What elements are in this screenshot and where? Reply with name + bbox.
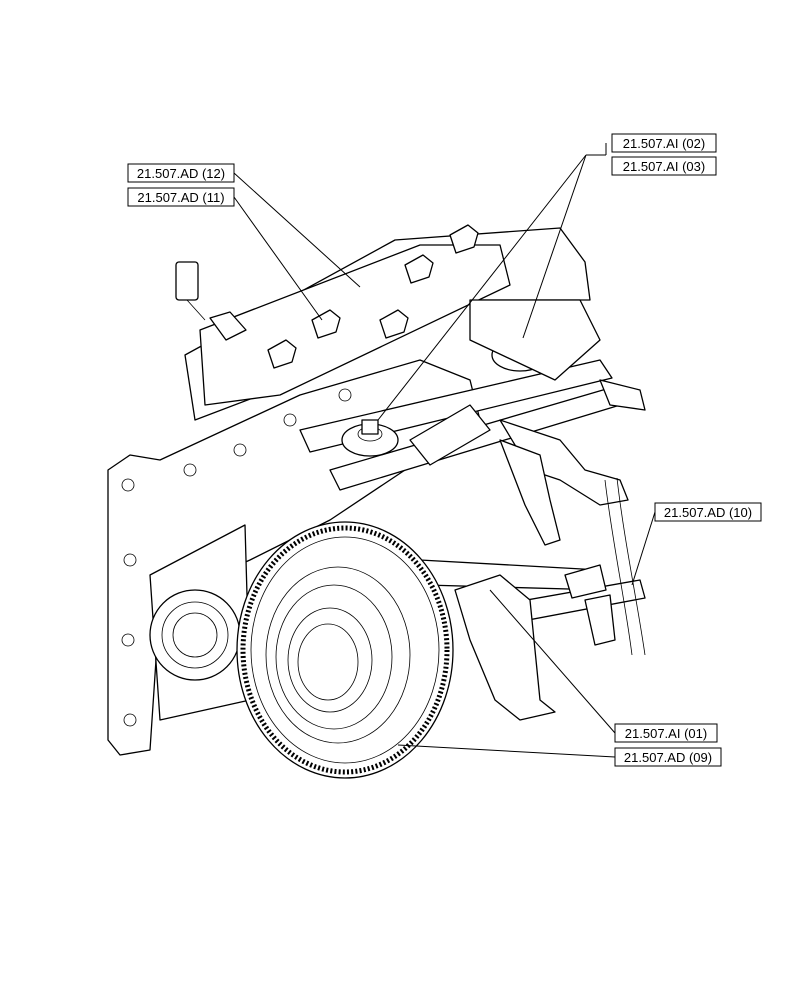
- selector-actuators: [341, 299, 601, 466]
- transmission-assembly-drawing: [107, 224, 646, 779]
- callout-ai01-label: 21.507.AI (01): [625, 726, 707, 741]
- pump-housing: [149, 524, 251, 721]
- callout-ai02[interactable]: 21.507.AI (02): [611, 133, 717, 153]
- callout-ad10-label: 21.507.AD (10): [664, 505, 752, 520]
- flywheel-ring-gear: [236, 521, 454, 779]
- sensor-connector: [175, 261, 247, 341]
- breather-hose: [564, 379, 646, 656]
- shift-forks: [454, 419, 629, 721]
- callout-ad09-label: 21.507.AD (09): [624, 750, 712, 765]
- cover-plugs: [267, 224, 479, 369]
- callout-ad12-label: 21.507.AD (12): [137, 166, 225, 181]
- callout-ai01[interactable]: 21.507.AI (01): [614, 723, 718, 743]
- flange-bolts: [121, 388, 352, 727]
- callout-ai03[interactable]: 21.507.AI (03): [611, 156, 717, 176]
- callout-ad10[interactable]: 21.507.AD (10): [654, 502, 762, 522]
- callout-ad11-label: 21.507.AD (11): [137, 190, 224, 205]
- callout-ad12[interactable]: 21.507.AD (12): [127, 163, 235, 183]
- callout-ad09[interactable]: 21.507.AD (09): [614, 747, 722, 767]
- callout-ai02-label: 21.507.AI (02): [623, 136, 705, 151]
- leader-lines: [233, 143, 656, 758]
- callout-ad11[interactable]: 21.507.AD (11): [127, 187, 235, 207]
- callout-ai03-label: 21.507.AI (03): [623, 159, 705, 174]
